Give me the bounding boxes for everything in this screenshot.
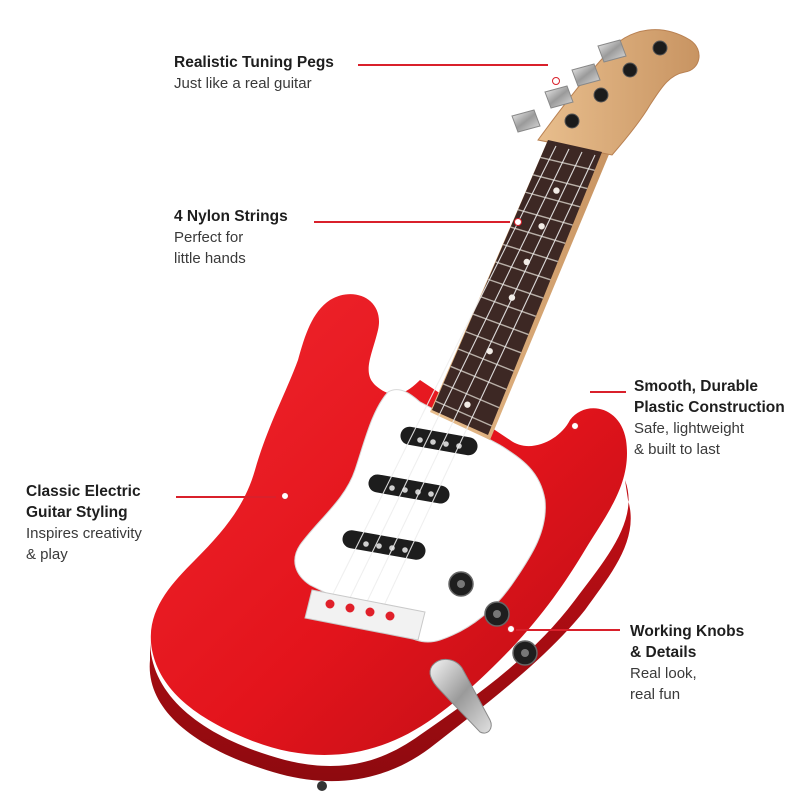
callout-line-construction (590, 391, 626, 393)
callout-subtitle-line-1: Inspires creativity (26, 525, 142, 542)
pickguard (294, 389, 546, 643)
callout-subtitle-line-2: little hands (174, 250, 246, 267)
callout-strings: 4 Nylon Strings Perfect for little hands (174, 206, 288, 269)
callout-title-line-2: Guitar Styling (26, 504, 128, 521)
fret (435, 400, 492, 427)
callout-knobs: Working Knobs & Details Real look, real … (630, 621, 744, 705)
callout-subtitle-line-1: Real look, (630, 665, 697, 682)
callout-dot-knobs (507, 625, 515, 633)
callout-subtitle-line-2: & built to last (634, 441, 720, 458)
callout-title-line-1: Classic Electric (26, 483, 141, 500)
callout-dot-construction (571, 422, 579, 430)
callout-subtitle: Just like a real guitar (174, 75, 312, 92)
callout-title-line-2: & Details (630, 644, 697, 661)
callout-subtitle-line-1: Safe, lightweight (634, 420, 745, 437)
callout-title-line-1: Smooth, Durable (634, 378, 759, 395)
callout-construction: Smooth, Durable Plastic Construction Saf… (634, 376, 785, 460)
callout-tuning-pegs: Realistic Tuning Pegs Just like a real g… (174, 52, 334, 94)
callout-dot-strings (514, 218, 522, 226)
callout-dot-styling (281, 492, 289, 500)
callout-subtitle-line-2: real fun (630, 686, 681, 703)
fret (450, 365, 507, 391)
fret (510, 226, 566, 244)
callout-line-knobs (516, 629, 620, 631)
fret-inlay-dot (553, 187, 560, 194)
callout-line-tuning-pegs (358, 64, 548, 66)
tuning-pegs (511, 39, 668, 133)
fret (472, 313, 529, 336)
callout-line-styling (176, 496, 276, 498)
callout-styling: Classic Electric Guitar Styling Inspires… (26, 481, 142, 565)
jack-plate (429, 659, 492, 734)
fret (532, 174, 588, 190)
callout-line-strings (314, 221, 510, 223)
fret (495, 261, 551, 281)
callout-title-line-2: Plastic Construction (634, 399, 785, 416)
control-knobs (448, 571, 538, 666)
output-jack (317, 781, 327, 791)
callout-subtitle-line-1: Perfect for (174, 229, 244, 246)
callout-title: 4 Nylon Strings (174, 208, 288, 225)
fret (465, 330, 522, 354)
callout-title-line-1: Working Knobs (630, 623, 745, 640)
fret-inlay-dot (538, 223, 545, 230)
fret (502, 243, 559, 263)
callout-dot-tuning-pegs (552, 77, 560, 85)
bridge (304, 589, 426, 641)
callout-title: Realistic Tuning Pegs (174, 54, 334, 71)
fret (525, 191, 581, 208)
fret (487, 278, 544, 299)
fret (457, 348, 515, 372)
callout-subtitle-line-2: & play (26, 546, 68, 563)
fret-inlay-dot (464, 401, 471, 408)
